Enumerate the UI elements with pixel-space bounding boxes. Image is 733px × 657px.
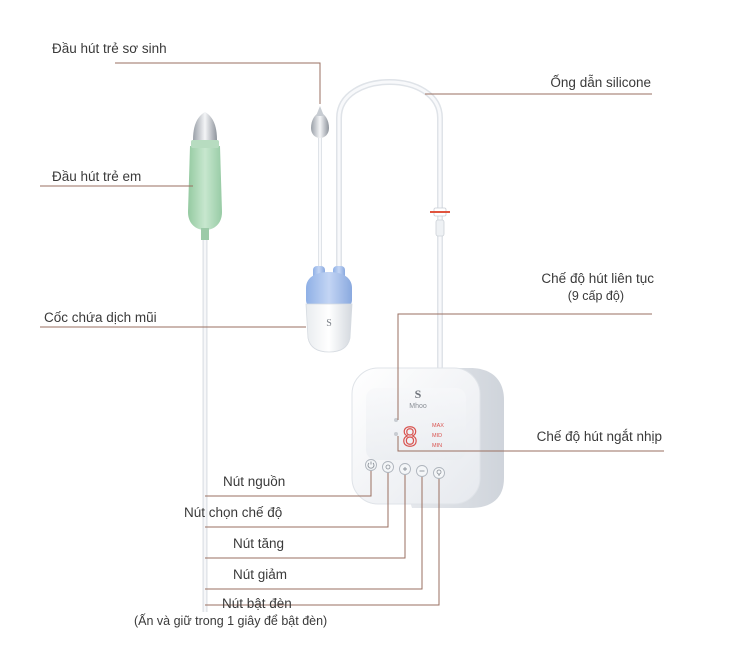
increase-button[interactable] (399, 463, 411, 475)
mode-button[interactable] (382, 461, 394, 473)
label-newborn-tip: Đầu hút trẻ sơ sinh (52, 41, 167, 56)
label-silicone-tube: Ống dẫn silicone (550, 75, 651, 90)
label-increase-button: Nút tăng (233, 536, 284, 551)
power-icon (367, 462, 375, 469)
continuous-mode-indicator (394, 418, 398, 422)
indicator-mid: MID (432, 433, 442, 439)
mode-icon (385, 464, 391, 470)
device: S Mhoo 8 MAX MID MIN (351, 367, 504, 508)
label-pulse-mode: Chế độ hút ngắt nhịp (537, 429, 662, 444)
label-mode-button: Nút chọn chế độ (184, 505, 282, 520)
label-light-button: Nút bật đèn (222, 596, 292, 611)
cup-logo-icon: S (326, 318, 332, 329)
label-decrease-button: Nút giảm (233, 567, 287, 582)
indicator-min: MIN (432, 443, 442, 449)
light-button[interactable] (433, 467, 445, 479)
label-continuous-mode-sub: (9 cấp độ) (568, 289, 624, 303)
label-power-button: Nút nguồn (223, 474, 285, 489)
label-continuous-mode: Chế độ hút liên tục (541, 271, 654, 286)
silicone-tube (336, 79, 450, 375)
indicator-max: MAX (432, 423, 444, 429)
device-brand: Mhoo (409, 403, 427, 410)
label-light-button-sub: (Ấn và giữ trong 1 giây để bật đèn) (134, 613, 327, 628)
display-digit: 8 (402, 423, 418, 453)
leader-lines (40, 62, 664, 606)
decrease-button[interactable] (416, 465, 428, 477)
child-tip (188, 112, 222, 240)
pulse-mode-indicator (394, 432, 398, 436)
label-mucus-cup: Cốc chứa dịch mũi (44, 310, 157, 325)
newborn-tip (311, 106, 329, 138)
bulb-icon (436, 469, 442, 475)
power-button[interactable] (365, 459, 377, 471)
label-child-tip: Đầu hút trẻ em (52, 169, 141, 184)
device-logo-icon: S (415, 387, 422, 401)
mucus-cup: S (305, 266, 353, 353)
plus-icon (403, 467, 407, 471)
